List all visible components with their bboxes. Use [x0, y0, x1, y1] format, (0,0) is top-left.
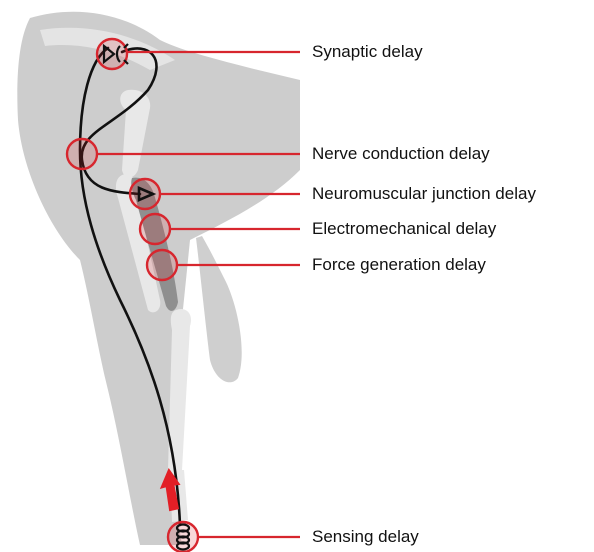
marker-nerve-conduction	[67, 139, 97, 169]
marker-synaptic	[97, 39, 127, 69]
label-force-generation-delay: Force generation delay	[312, 255, 486, 275]
label-electromechanical-delay: Electromechanical delay	[312, 219, 496, 239]
label-sensing-delay: Sensing delay	[312, 527, 419, 547]
marker-force-generation	[147, 250, 177, 280]
label-synaptic-delay: Synaptic delay	[312, 42, 423, 62]
horse-tail	[196, 236, 242, 382]
label-neuromuscular-junction-delay: Neuromuscular junction delay	[312, 184, 536, 204]
label-nerve-conduction-delay: Nerve conduction delay	[312, 144, 490, 164]
marker-electromechanical	[140, 214, 170, 244]
